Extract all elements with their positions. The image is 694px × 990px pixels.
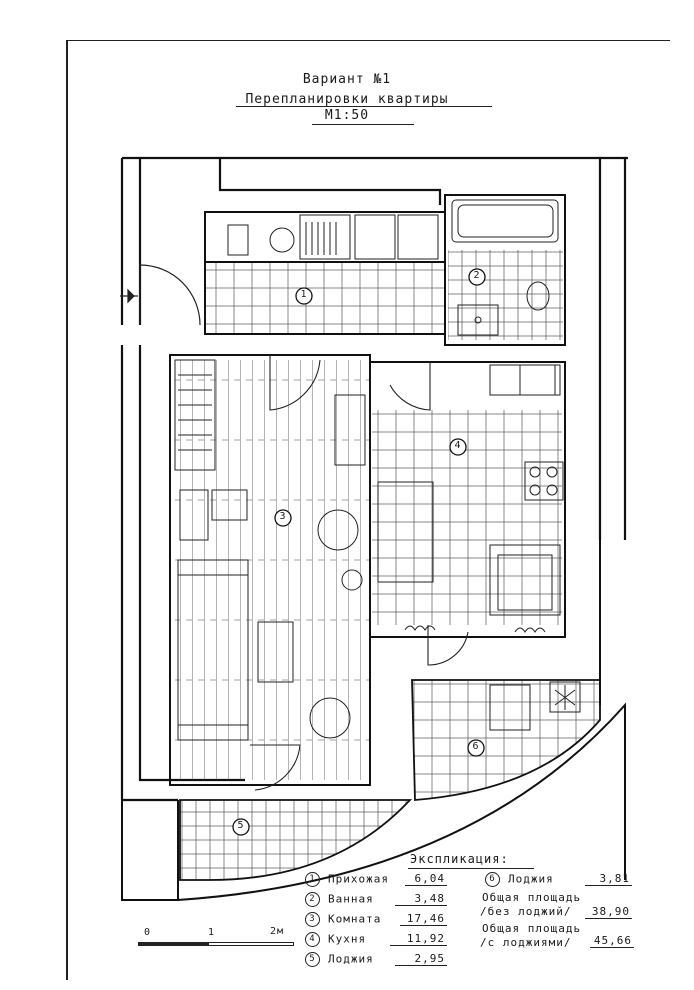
loggia-5 [179, 799, 413, 881]
room-6-label: 6 [472, 741, 480, 752]
loggia-6 [411, 679, 601, 801]
explication-title: Экспликация: [410, 852, 509, 866]
title-underline [236, 106, 492, 108]
title-replanning: Перепланировки квартиры [245, 92, 449, 107]
total-with-loggias-label1: Общая площадь [482, 922, 582, 935]
drawing-frame [66, 40, 670, 980]
entrance-door [120, 264, 201, 326]
room-3-label: 3 [279, 511, 287, 522]
room-3-furniture [174, 359, 366, 741]
title-variant: Вариант №1 [302, 72, 392, 87]
room-4-label: 4 [454, 440, 462, 451]
bath-fixtures [451, 199, 559, 336]
room-1-label: 1 [300, 289, 308, 300]
total-with-loggias-value: 45,66 [590, 934, 634, 948]
scale-tick-0: 0 [144, 927, 152, 938]
outer-walls [120, 156, 628, 802]
bathroom-floor [448, 250, 563, 340]
room-2-label: 2 [473, 270, 481, 281]
room-5-label: 5 [237, 820, 245, 831]
kitchen-furniture [377, 364, 564, 633]
kitchen-floor [372, 410, 562, 625]
room-3-floor [175, 360, 370, 780]
scale-tick-2: 2м [270, 926, 285, 937]
total-without-loggias-label1: Общая площадь [482, 891, 582, 904]
total-without-loggias-value: 38,90 [585, 905, 632, 919]
total-with-loggias-label2: /с лоджиями/ [480, 936, 572, 949]
total-without-loggias-label2: /без лоджий/ [480, 905, 572, 918]
scale-underline [312, 124, 414, 126]
hallway-floor [205, 262, 445, 334]
scale-tick-1: 1 [208, 927, 216, 938]
room-numbers [232, 268, 486, 836]
title-scale: М1:50 [324, 108, 370, 123]
closet-units [227, 214, 439, 260]
